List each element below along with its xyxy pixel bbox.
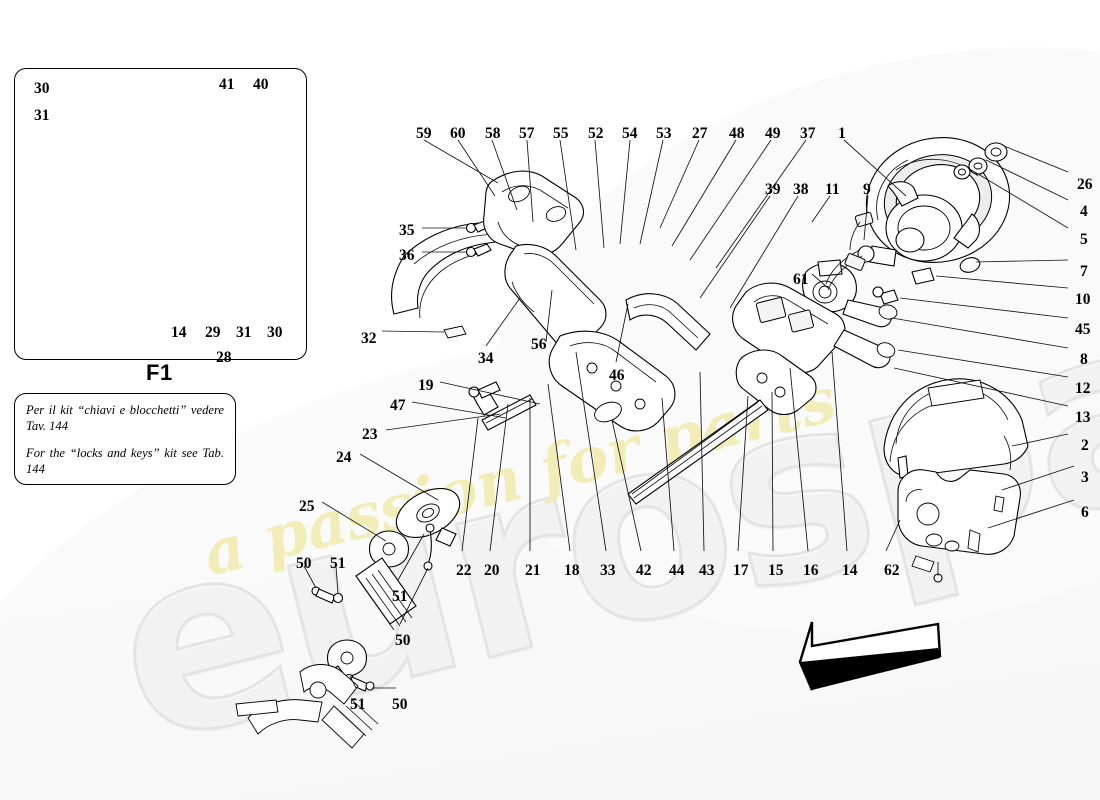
callout-bottom-21: 21 — [525, 562, 541, 579]
note-english: For the “locks and keys” kit see Tab. 14… — [26, 445, 224, 476]
callout-shaft-51: 51 — [330, 555, 346, 572]
callout-left-25: 25 — [299, 498, 315, 515]
callout-interior-61: 61 — [793, 271, 809, 288]
callout-bottom-20: 20 — [484, 562, 500, 579]
callout-shaft-51: 51 — [392, 588, 408, 605]
callout-shaft-50: 50 — [296, 555, 312, 572]
callout-bottom-14: 14 — [842, 562, 858, 579]
inset-callout-top-41: 41 — [219, 76, 235, 93]
callout-top-58: 58 — [485, 125, 501, 142]
callout-right-12: 12 — [1075, 380, 1091, 397]
callout-right-5: 5 — [1080, 231, 1088, 248]
callout-left-35: 35 — [399, 222, 415, 239]
callout-bottom-18: 18 — [564, 562, 580, 579]
callout-top-48: 48 — [729, 125, 745, 142]
part-upper-column-shroud — [883, 378, 1029, 479]
inset-callout-top-40: 40 — [253, 76, 269, 93]
part-steering-wheel — [825, 136, 1011, 305]
callout-top-49: 49 — [765, 125, 781, 142]
part-lower-column-shroud — [897, 469, 1021, 583]
leader-lines — [303, 139, 1075, 689]
callout-bottom-22: 22 — [456, 562, 472, 579]
callout-bottom-16: 16 — [803, 562, 819, 579]
part-lower-steering-shaft — [311, 381, 537, 692]
callout-interior-56: 56 — [531, 336, 547, 353]
callout-left-24: 24 — [336, 449, 352, 466]
callout-shaft-50: 50 — [392, 696, 408, 713]
callout-left-32: 32 — [361, 330, 377, 347]
callout-row2-39: 39 — [765, 181, 781, 198]
f1-inset-panel: 30 31 41 40 14 29 31 30 28 — [14, 68, 307, 365]
callout-bottom-15: 15 — [768, 562, 784, 579]
inset-callout-top-31: 31 — [34, 107, 50, 124]
callout-bottom-33: 33 — [600, 562, 616, 579]
callout-left-19: 19 — [418, 377, 434, 394]
callout-interior-46: 46 — [609, 367, 625, 384]
callout-bottom-42: 42 — [636, 562, 652, 579]
callout-row2-11: 11 — [825, 181, 840, 198]
inset-callout-bottom-30: 30 — [267, 324, 283, 341]
callout-row2-38: 38 — [793, 181, 809, 198]
part-column-support-casting — [483, 170, 711, 432]
callout-right-45: 45 — [1075, 321, 1091, 338]
callout-right-3: 3 — [1081, 469, 1089, 486]
callout-right-8: 8 — [1080, 351, 1088, 368]
callout-left-23: 23 — [362, 426, 378, 443]
inset-callout-bottom-14: 14 — [171, 324, 187, 341]
part-intermediate-shaft — [627, 399, 769, 505]
callout-top-27: 27 — [692, 125, 708, 142]
callout-shaft-51: 51 — [350, 696, 366, 713]
callout-top-55: 55 — [553, 125, 569, 142]
callout-bottom-17: 17 — [733, 562, 749, 579]
callout-right-10: 10 — [1075, 291, 1091, 308]
callout-top-54: 54 — [622, 125, 638, 142]
callout-bottom-44: 44 — [669, 562, 685, 579]
direction-arrow — [798, 621, 942, 691]
callout-top-53: 53 — [656, 125, 672, 142]
part-steering-rack — [235, 664, 379, 749]
callout-top-60: 60 — [450, 125, 466, 142]
callout-top-37: 37 — [800, 125, 816, 142]
callout-top-1: 1 — [838, 125, 846, 142]
callout-row2-9: 9 — [863, 181, 871, 198]
inset-callout-bracket-28: 28 — [216, 349, 232, 366]
f1-inset-title: F1 — [141, 360, 178, 386]
callout-bottom-43: 43 — [699, 562, 715, 579]
callout-right-26: 26 — [1077, 176, 1093, 193]
part-switchgear-assembly — [732, 282, 898, 416]
callout-top-57: 57 — [519, 125, 535, 142]
note-box: Per il kit “chiavi e blocchetti” vedere … — [14, 393, 236, 485]
callout-bottom-62: 62 — [884, 562, 900, 579]
callout-left-47: 47 — [390, 397, 406, 414]
callout-top-52: 52 — [588, 125, 604, 142]
callout-right-7: 7 — [1080, 263, 1088, 280]
callout-top-59: 59 — [416, 125, 432, 142]
callout-right-4: 4 — [1080, 203, 1088, 220]
callout-right-6: 6 — [1081, 504, 1089, 521]
inset-callout-top-30: 30 — [34, 80, 50, 97]
callout-right-2: 2 — [1081, 437, 1089, 454]
note-italian: Per il kit “chiavi e blocchetti” vedere … — [26, 403, 224, 433]
callout-shaft-50: 50 — [395, 632, 411, 649]
callout-interior-34: 34 — [478, 350, 494, 367]
callout-left-36: 36 — [399, 247, 415, 264]
callout-right-13: 13 — [1075, 409, 1091, 426]
inset-callout-bottom-29: 29 — [205, 324, 221, 341]
inset-callout-bottom-31: 31 — [236, 324, 252, 341]
